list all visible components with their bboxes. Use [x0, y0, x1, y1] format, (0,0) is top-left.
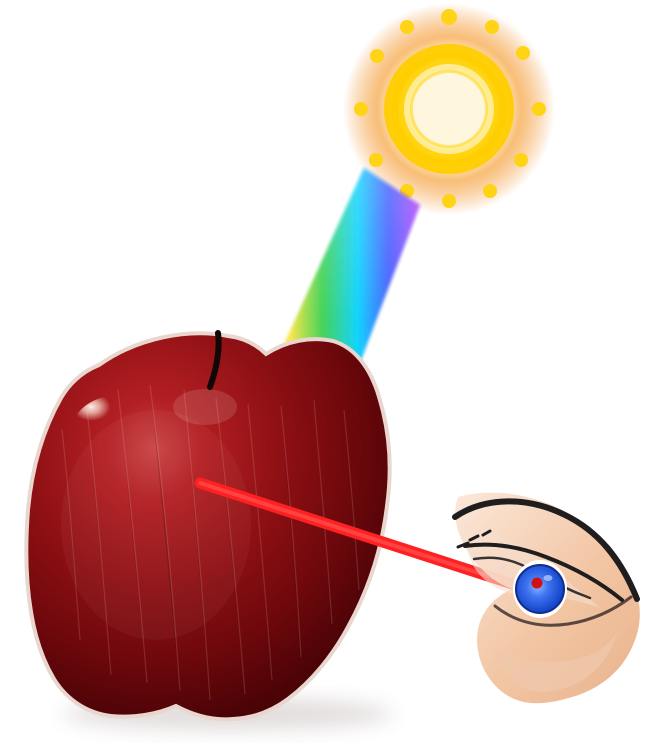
eye-icon — [455, 493, 640, 704]
